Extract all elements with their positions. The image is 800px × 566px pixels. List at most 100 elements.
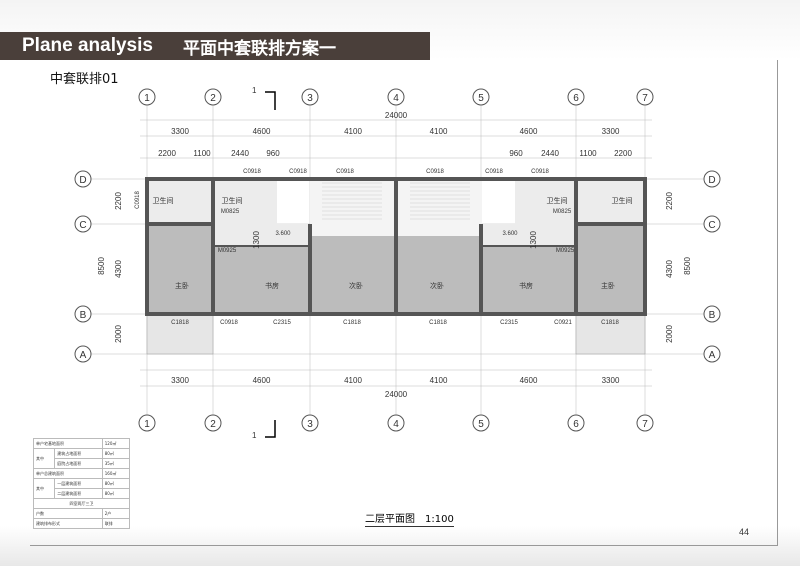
room-label: 主卧 <box>601 281 615 290</box>
room-label: 次卧 <box>349 281 363 290</box>
axis-label: 3 <box>307 93 313 104</box>
cell: 2户 <box>101 508 131 519</box>
window-label: C0918 <box>135 191 141 209</box>
axis-label: 6 <box>573 419 579 430</box>
vertical-dimension: 2200 <box>665 192 674 210</box>
level-mark: 3.600 <box>275 231 291 237</box>
cell: 单户宅基地面积 <box>33 438 103 449</box>
total-dimension: 24000 <box>385 111 408 120</box>
cell: 建筑排布形式 <box>33 518 103 529</box>
vertical-dimension: 2000 <box>665 325 674 343</box>
cell: 一层建筑面积 <box>54 478 103 489</box>
cell: 建筑占地面积 <box>54 448 103 459</box>
bay-dimension: 3300 <box>171 376 189 385</box>
axis-bubble <box>703 215 721 233</box>
cell: 单户总建筑面积 <box>33 468 103 479</box>
axis-label: 7 <box>642 419 648 430</box>
door-label: M0925 <box>556 248 575 254</box>
axis-label: 6 <box>573 93 579 104</box>
vertical-total: 8500 <box>683 257 692 275</box>
bay-dimension: 4600 <box>520 127 538 136</box>
axis-bubble <box>138 88 156 106</box>
cell: 二层建筑面积 <box>54 488 103 499</box>
axis-bubble <box>301 414 319 432</box>
window-label: C2315 <box>500 320 518 326</box>
cell: 80㎡ <box>101 478 131 489</box>
bay-dimension: 4100 <box>344 127 362 136</box>
window-label: C0921 <box>554 320 572 326</box>
axis-bubble <box>387 88 405 106</box>
section-mark-top: 1 <box>252 86 257 95</box>
bay-dimension: 4100 <box>430 127 448 136</box>
axis-bubble <box>703 305 721 323</box>
sub-dimension: 2200 <box>614 149 632 158</box>
axis-bubble <box>74 215 92 233</box>
stair-dimension: 1300 <box>529 231 538 249</box>
axis-bubble <box>636 414 654 432</box>
window-label: C0918 <box>336 169 354 175</box>
total-dimension: 24000 <box>385 390 408 399</box>
title-en: Plane analysis <box>22 35 153 56</box>
sub-dimension: 2200 <box>158 149 176 158</box>
bay-dimension: 4100 <box>430 376 448 385</box>
axis-label: B <box>709 310 716 321</box>
axis-bubble <box>387 414 405 432</box>
door-label: M0825 <box>221 209 240 215</box>
room-label: 卫生间 <box>153 196 174 205</box>
axis-label: 1 <box>144 419 150 430</box>
axis-label: C <box>79 220 86 231</box>
window-label: C0918 <box>220 320 238 326</box>
axis-bubble <box>472 88 490 106</box>
room-label: 卫生间 <box>547 196 568 205</box>
walls <box>145 177 647 316</box>
sub-dimension: 960 <box>509 149 523 158</box>
bay-dimension: 3300 <box>602 376 620 385</box>
vertical-total: 8500 <box>97 257 106 275</box>
subtitle: 中套联排01 <box>50 72 119 87</box>
axis-label: 3 <box>307 419 313 430</box>
cell: 35㎡ <box>101 458 131 469</box>
axis-label: 5 <box>478 419 484 430</box>
door-label: M0925 <box>218 248 237 254</box>
axis-bubble <box>703 345 721 363</box>
sub-dimension: 1100 <box>579 149 597 158</box>
axis-bubble <box>703 170 721 188</box>
axis-label: B <box>80 310 87 321</box>
cell: 户数 <box>33 508 103 519</box>
plan-title: 二层平面图 1:100 <box>365 510 454 527</box>
room-label: 卫生间 <box>222 196 243 205</box>
axis-bubble <box>567 414 585 432</box>
bay-dimension: 4600 <box>520 376 538 385</box>
sub-dimension: 2440 <box>231 149 249 158</box>
axis-bubble <box>74 305 92 323</box>
axis-bubble <box>204 88 222 106</box>
room-label: 次卧 <box>430 281 444 290</box>
sub-dimension: 2440 <box>541 149 559 158</box>
bay-dimension: 4600 <box>253 376 271 385</box>
cell: 80㎡ <box>101 488 131 499</box>
axis-label: 5 <box>478 93 484 104</box>
sub-dimension: 960 <box>266 149 280 158</box>
cell: 四室两厅三卫 <box>33 498 130 509</box>
room-label: 卫生间 <box>612 196 633 205</box>
room-label: 主卧 <box>175 281 189 290</box>
window-label: C1818 <box>429 320 447 326</box>
bay-dimension: 3300 <box>602 127 620 136</box>
window-label: C1818 <box>343 320 361 326</box>
axis-bubble <box>567 88 585 106</box>
stairs <box>322 182 470 220</box>
axis-label: 1 <box>144 93 150 104</box>
section-marks <box>265 91 276 438</box>
cell: 其中 <box>32 448 56 469</box>
cell: 80㎡ <box>101 448 131 459</box>
cell: 联排 <box>101 518 131 529</box>
axis-label: A <box>80 350 87 361</box>
balcony-left <box>146 313 214 355</box>
page-frame <box>30 60 778 546</box>
window-label: C0918 <box>531 169 549 175</box>
window-label: C1818 <box>171 320 189 326</box>
axis-label: 2 <box>210 93 216 104</box>
cell: 庭院占地面积 <box>54 458 103 469</box>
axis-bubble <box>74 345 92 363</box>
